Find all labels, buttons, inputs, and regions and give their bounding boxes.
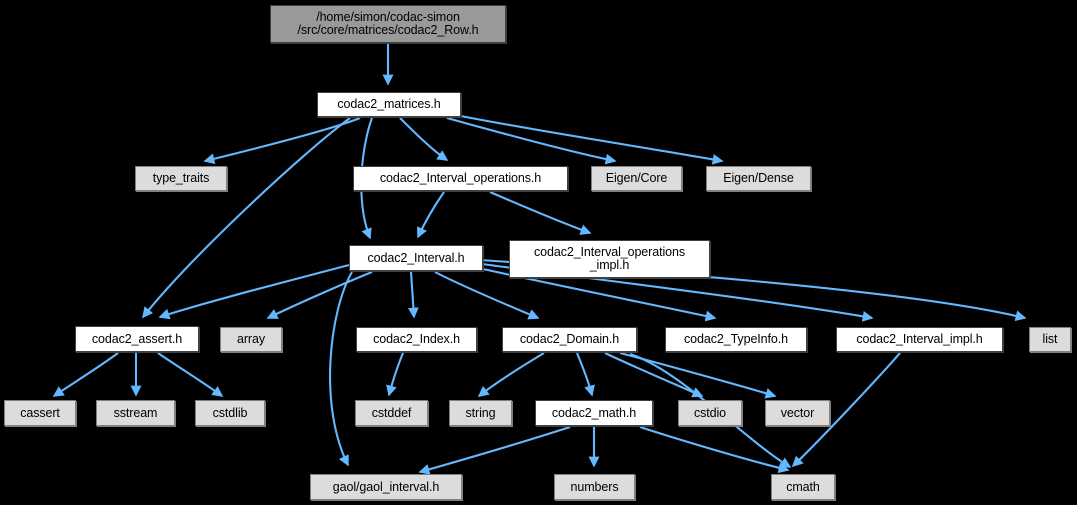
graph-node-label: sstream (113, 405, 158, 420)
graph-node-label: codac2_Interval_impl.h (856, 332, 983, 346)
graph-edge-matrices-to-type_traits (203, 117, 361, 165)
graph-node-label: cmath (786, 479, 820, 494)
graph-node-intervalops[interactable]: codac2_Interval_operations.h (353, 166, 568, 191)
graph-node-domain[interactable]: codac2_Domain.h (502, 327, 637, 352)
graph-node-string[interactable]: string (449, 400, 512, 426)
graph-edge-matrices-to-assert (142, 117, 351, 319)
graph-edge-interval-to-array (266, 271, 373, 319)
graph-edge-matrices-to-eigendense (460, 114, 724, 165)
graph-node-cassert[interactable]: cassert (4, 400, 76, 426)
graph-node-cmath[interactable]: cmath (771, 474, 835, 500)
graph-node-math[interactable]: codac2_math.h (535, 400, 653, 426)
graph-node-cstdlib[interactable]: cstdlib (195, 400, 265, 426)
graph-edge-interval-to-assert (158, 263, 350, 320)
graph-node-array[interactable]: array (220, 327, 282, 352)
graph-node-label: list (1042, 332, 1058, 346)
graph-node-sstream[interactable]: sstream (96, 400, 175, 426)
graph-node-label: codac2_assert.h (91, 331, 183, 346)
graph-node-label: array (237, 332, 265, 346)
graph-node-label: numbers (570, 479, 619, 494)
graph-node-label: vector (780, 405, 815, 420)
graph-edge-intervalimpl-to-cmath (791, 352, 901, 468)
graph-edge-assert-to-cassert (52, 352, 119, 397)
graph-node-label: cstdio (693, 405, 727, 420)
graph-node-numbers[interactable]: numbers (554, 474, 635, 500)
graph-edge-index-to-cstddef (386, 352, 404, 397)
graph-edge-intervalops-to-intervalopsimpl (489, 191, 592, 235)
graph-node-label: codac2_Domain.h (519, 332, 620, 346)
graph-node-interval[interactable]: codac2_Interval.h (349, 245, 483, 271)
graph-node-label: gaol/gaol_interval.h (332, 479, 440, 494)
graph-node-list[interactable]: list (1029, 327, 1071, 352)
graph-node-label: codac2_matrices.h (337, 97, 441, 111)
graph-node-cstddef[interactable]: cstddef (355, 400, 428, 426)
graph-node-label: string (465, 405, 496, 420)
graph-node-label: cstdlib (212, 405, 248, 420)
graph-edge-assert-to-cstdlib (157, 352, 224, 397)
graph-edge-domain-to-string (477, 352, 545, 397)
graph-edge-matrices-to-intervalops (399, 117, 449, 161)
graph-node-type_traits[interactable]: type_traits (135, 166, 227, 191)
graph-node-label: codac2_math.h (551, 405, 637, 420)
graph-node-label: codac2_Interval.h (367, 250, 465, 265)
graph-edge-domain-to-cstdio (604, 352, 704, 398)
graph-edge-domain-to-math (576, 352, 595, 397)
graph-edge-interval-to-typeinfo (469, 264, 717, 322)
graph-node-label: cassert (20, 405, 60, 420)
graph-node-cstdio[interactable]: cstdio (678, 400, 742, 426)
graph-node-eigendense[interactable]: Eigen/Dense (706, 166, 811, 191)
graph-node-typeinfo[interactable]: codac2_TypeInfo.h (665, 327, 807, 352)
graph-node-label: Eigen/Dense (723, 171, 794, 185)
graph-node-label: codac2_Interval_operations _impl.h (534, 245, 685, 272)
graph-edge-interval-to-domain (434, 271, 540, 320)
graph-edge-math-to-cmath (639, 426, 790, 474)
graph-node-root[interactable]: /home/simon/codac-simon /src/core/matric… (270, 5, 506, 43)
graph-node-label: codac2_Index.h (373, 332, 460, 346)
graph-node-label: codac2_Interval_operations.h (379, 171, 542, 185)
graph-node-label: Eigen/Core (605, 171, 668, 185)
graph-edge-interval-to-index (407, 271, 419, 319)
graph-node-label: codac2_TypeInfo.h (684, 332, 788, 346)
graph-node-label: cstddef (371, 405, 412, 420)
graph-node-index[interactable]: codac2_Index.h (356, 327, 477, 352)
graph-node-intervalimpl[interactable]: codac2_Interval_impl.h (836, 327, 1003, 352)
graph-node-eigencore[interactable]: Eigen/Core (591, 166, 682, 191)
graph-node-label: /home/simon/codac-simon /src/core/matric… (297, 10, 479, 37)
graph-node-assert[interactable]: codac2_assert.h (75, 326, 199, 352)
graph-edge-math-to-gaol (418, 426, 571, 475)
graph-node-matrices[interactable]: codac2_matrices.h (317, 92, 461, 117)
graph-node-vector[interactable]: vector (765, 400, 830, 426)
edge-layer (52, 44, 1027, 475)
graph-edge-intervalops-to-interval (417, 191, 445, 239)
graph-node-gaol[interactable]: gaol/gaol_interval.h (310, 474, 462, 500)
graph-edge-interval-to-gaol (329, 271, 353, 467)
graph-node-label: type_traits (152, 171, 210, 185)
graph-node-intervalopsimpl[interactable]: codac2_Interval_operations _impl.h (509, 240, 710, 278)
graph-edge-matrices-to-eigencore (446, 116, 617, 165)
